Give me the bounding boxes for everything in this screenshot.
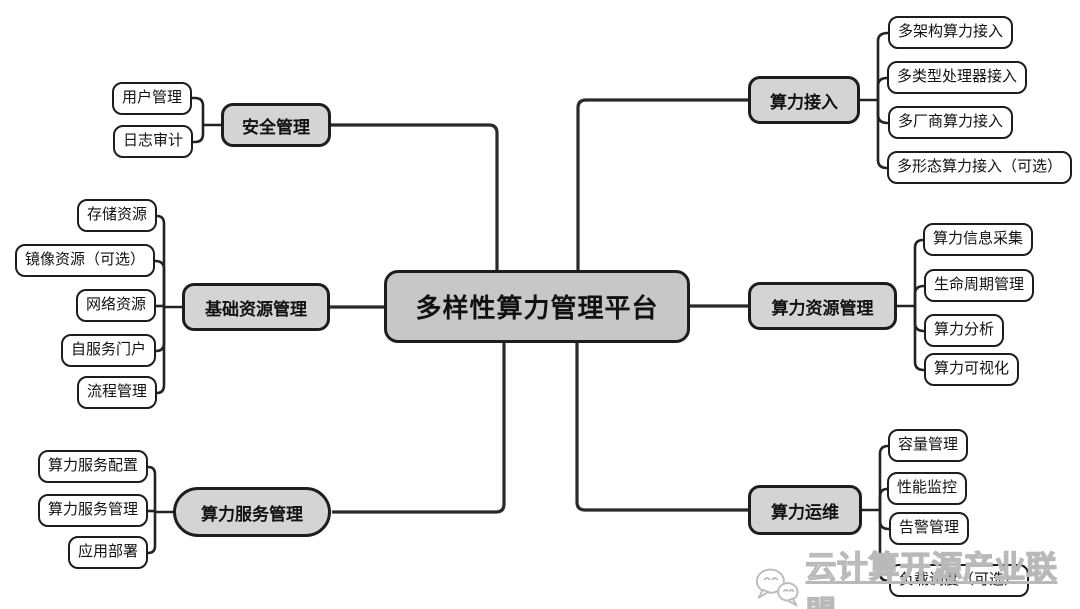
child-node-svc-mgmt: 算力服务管理	[37, 494, 148, 527]
branch-node-infra: 基础资源管理	[182, 283, 330, 331]
branch-node-resource: 算力资源管理	[748, 282, 897, 330]
child-node-alarm: 告警管理	[889, 512, 970, 545]
child-node-visualization: 算力可视化	[924, 353, 1020, 386]
child-node-image: 镜像资源（可选）	[14, 244, 155, 277]
child-node-load-schedule: 负载调度（可选）	[889, 564, 1030, 597]
child-node-portal: 自服务门户	[60, 334, 156, 367]
branch-node-ops: 算力运维	[748, 485, 862, 535]
branch-node-security: 安全管理	[221, 103, 331, 147]
child-node-multi-vendor: 多厂商算力接入	[888, 106, 1014, 139]
branch-node-service: 算力服务管理	[173, 487, 331, 537]
branch-node-access: 算力接入	[748, 76, 860, 124]
child-node-app-deploy: 应用部署	[67, 536, 148, 569]
child-node-capacity: 容量管理	[888, 429, 969, 462]
child-node-lifecycle: 生命周期管理	[924, 269, 1035, 302]
child-node-svc-config: 算力服务配置	[37, 450, 148, 483]
child-node-multi-form: 多形态算力接入（可选）	[887, 151, 1073, 184]
child-node-network: 网络资源	[75, 289, 156, 322]
child-node-info-collect: 算力信息采集	[923, 223, 1034, 256]
child-node-user-mgmt: 用户管理	[111, 82, 192, 115]
child-node-analysis: 算力分析	[924, 314, 1005, 347]
child-node-log-audit: 日志审计	[112, 125, 193, 158]
child-node-process: 流程管理	[76, 376, 157, 409]
child-node-storage: 存储资源	[76, 199, 157, 232]
child-node-multi-arch: 多架构算力接入	[888, 16, 1014, 49]
child-node-perf-monitor: 性能监控	[887, 472, 968, 505]
center-node: 多样性算力管理平台	[384, 270, 690, 343]
child-node-multi-cpu: 多类型处理器接入	[887, 61, 1028, 94]
